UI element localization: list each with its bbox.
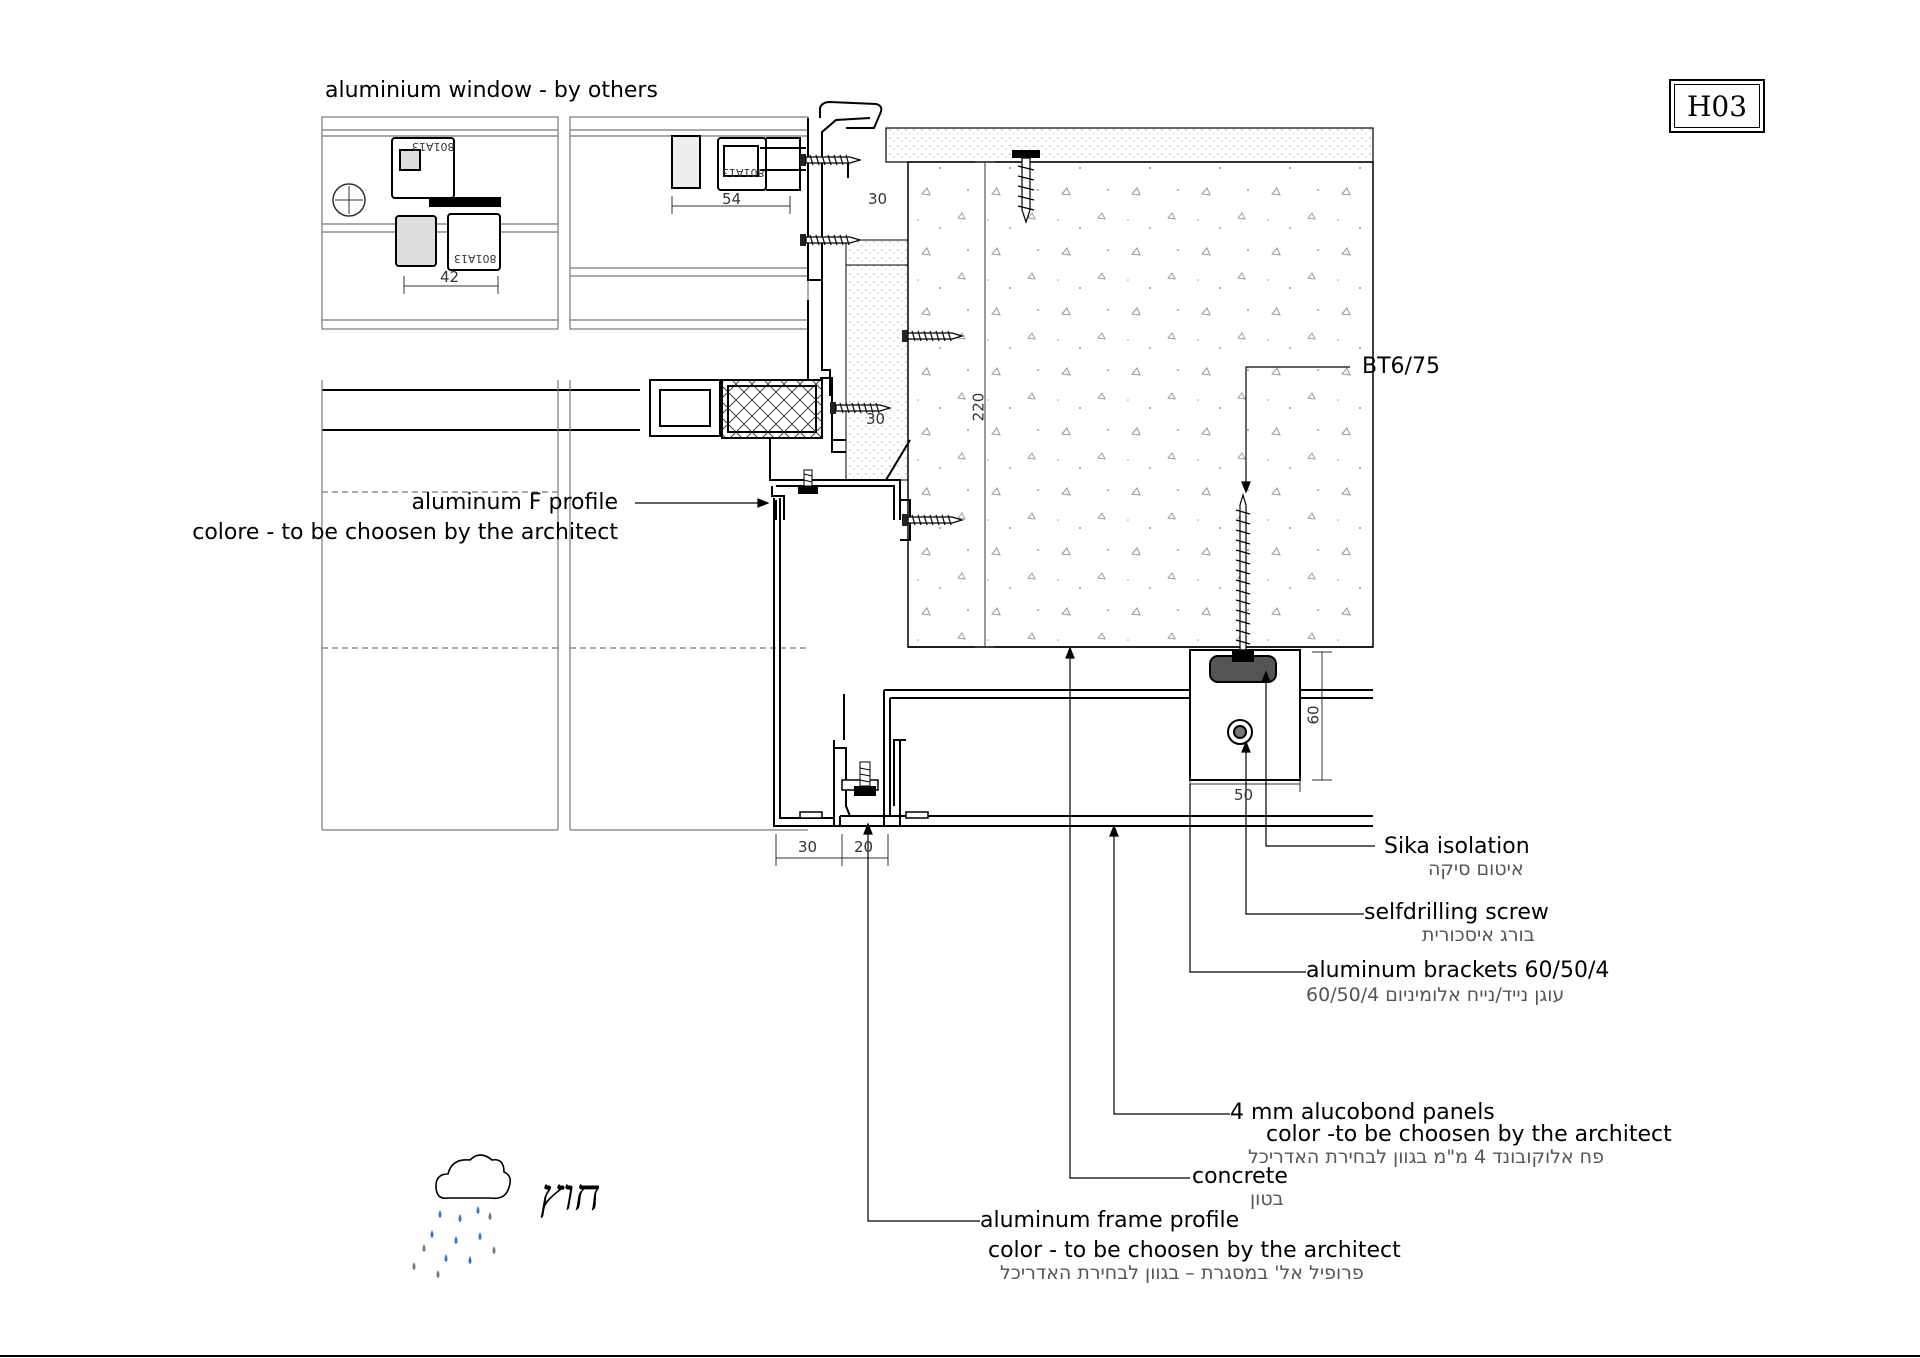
dim-30-mid: 30 [866,410,886,428]
label-concrete-he: בטון [1250,1188,1284,1210]
label-brackets-en: aluminum brackets 60/50/4 [1306,958,1610,983]
label-sika-he: איטום סיקה [1428,858,1524,880]
lock-handle-icon [332,183,366,217]
bt-screw-vertical [1232,492,1254,662]
profile-code-b: 801A13 [454,252,497,265]
label-f-profile-color: colore - to be choosen by the architect [192,520,618,545]
aluminum-bracket [1189,649,1301,781]
label-selfdrilling-en: selfdrilling screw [1364,900,1549,925]
window-dimension-lines [403,196,791,294]
label-bt-screw: BT6/75 [1362,354,1440,379]
sheet-code-box: H03 [1669,79,1765,133]
dim-30-top: 30 [868,190,888,208]
dim-50: 50 [1234,786,1254,804]
label-f-profile: aluminum F profile [411,490,618,515]
label-concrete-en: concrete [1192,1164,1288,1189]
label-brackets-he: עוגן נייד/נייח אלומיניום 60/50/4 [1306,984,1565,1006]
sheet-code: H03 [1686,89,1748,123]
sill-profile [649,377,846,453]
dim-20-bottom: 20 [854,838,874,856]
top-screw-vertical [1012,150,1040,224]
window-sash-profiles [391,135,801,271]
dim-54: 54 [722,190,742,208]
small-screws [798,469,876,796]
dim-60: 60 [1304,705,1323,725]
label-frame-profile-he: פרופיל אל' במסגרת – בגוון לבחירת האדריכל [1000,1262,1364,1284]
label-selfdrilling-he: בורג איסכורית [1422,924,1535,946]
frame-dimensions [775,834,889,866]
label-alucobond-color: color -to be choosen by the architect [1266,1122,1672,1147]
profile-code-c: 801A13 [722,166,765,179]
window-panels [321,116,809,831]
label-frame-profile-color: color - to be choosen by the architect [988,1238,1401,1263]
label-alucobond-en: 4 mm alucobond panels [1230,1100,1495,1125]
label-outside: חוץ [540,1170,601,1221]
dim-42: 42 [440,268,460,286]
label-frame-profile-en: aluminum frame profile [980,1208,1240,1233]
label-aluminium-window: aluminium window - by others [325,78,658,103]
dimension-220 [975,161,995,648]
dim-30-bottom: 30 [798,838,818,856]
leader-lines [635,366,1375,1222]
label-sika-en: Sika isolation [1384,834,1530,859]
window-frame-profile [760,100,883,441]
concrete-slab [845,127,1374,648]
label-alucobond-he: פח אלוקובונד 4 מ"מ בגוון לבחירת האדריכל [1248,1146,1604,1168]
rain-cloud-icon [412,1154,512,1278]
profile-code-a: 801A13 [412,140,455,153]
dim-220: 220 [969,392,988,422]
